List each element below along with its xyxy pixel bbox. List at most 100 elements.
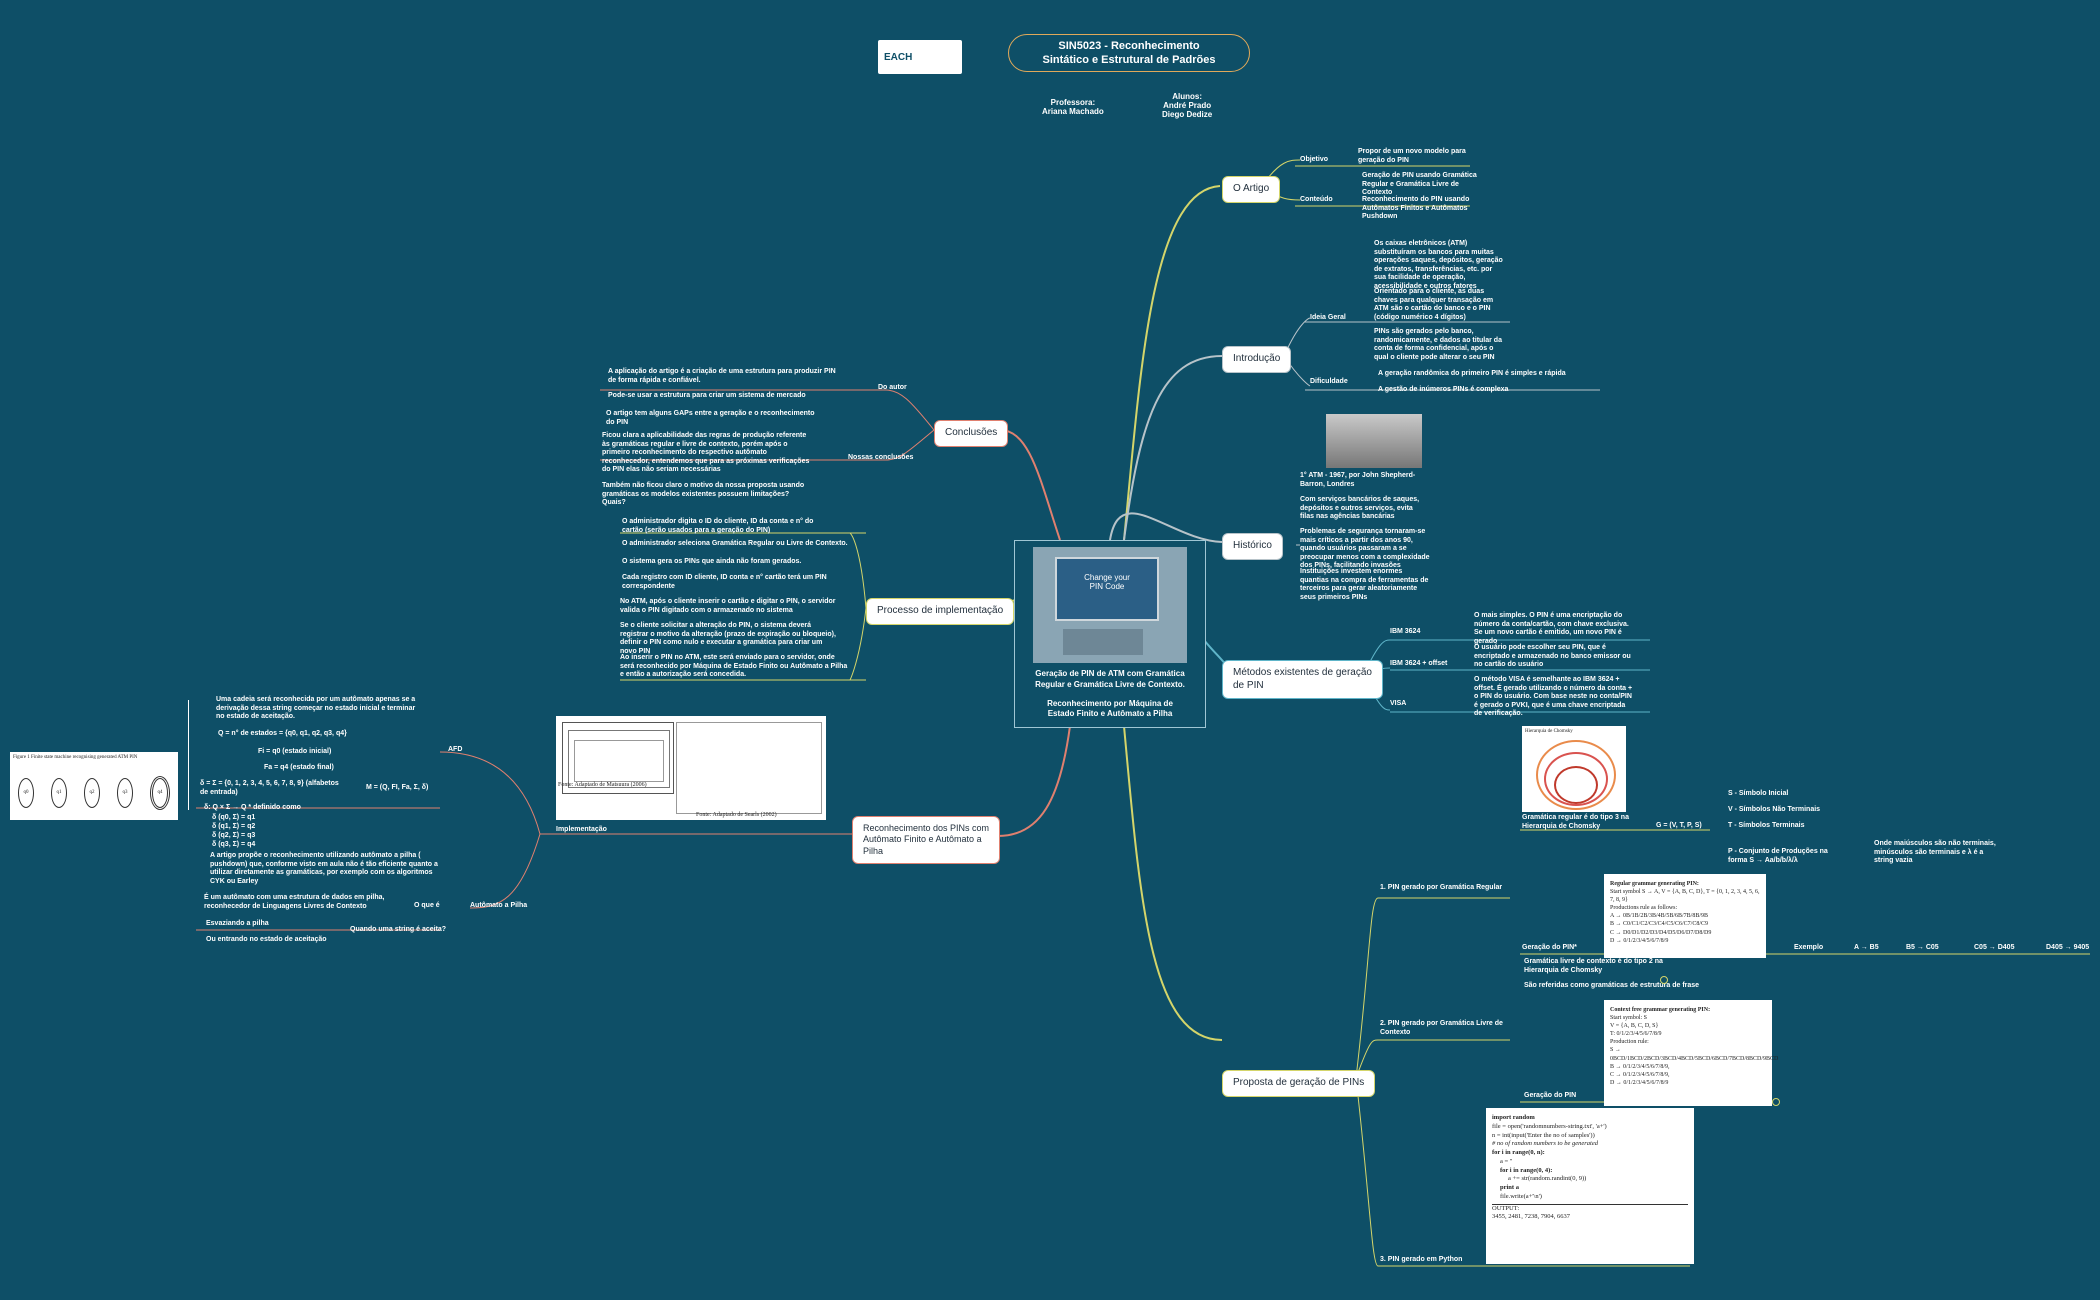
professor-name: Ariana Machado [1042, 107, 1104, 116]
afd-definition: δ: Q × Σ → Q * definido como [204, 804, 301, 811]
ideia-item: PINs são gerados pelo banco, randomicame… [1374, 328, 1502, 361]
fsm-caption: Figure 1 Finite state machine recognisin… [13, 755, 138, 760]
afd-definition: Fa = q4 (estado final) [264, 764, 334, 771]
topic-historico[interactable]: Histórico [1222, 533, 1283, 560]
cfg-grammar-image: Context free grammar generating PIN: Sta… [1604, 1000, 1778, 1106]
geracao-label: Geração do PIN [1524, 1092, 1577, 1099]
fsm-state: q4 [150, 776, 170, 810]
python-code-image: import random file = open('randomnumbers… [1486, 1108, 1694, 1264]
rg-title: Regular grammar generating PIN: [1610, 881, 1699, 887]
historico-item: Problemas de segurança tornaram-se mais … [1300, 528, 1430, 570]
collapse-toggle[interactable] [1772, 1098, 1780, 1106]
label-dificuldade: Dificuldade [1310, 378, 1348, 385]
code-line: a = '' [1500, 1157, 1513, 1165]
historico-item: Instituições investem enormes quantias n… [1300, 568, 1429, 601]
code-line: a += str(random.randint(0, 9)) [1508, 1175, 1587, 1183]
pilha-definition: É um autômato com uma estrutura de dados… [204, 894, 385, 910]
code-line: # no of random numbers to be generated [1492, 1140, 1598, 1148]
grammar-component: P - Conjunto de Produções na forma S → A… [1728, 848, 1828, 864]
conclusao-autor-item: A aplicação do artigo é a criação de uma… [608, 368, 836, 384]
rg-line: C → D0/D1/D2/D3/D4/D5/D6/D7/D8/D9 [1610, 929, 1712, 936]
central-topic-text: Geração de PIN de ATM com Gramática Regu… [1019, 669, 1201, 720]
reconhecimento-label: Pilha [863, 845, 884, 856]
historic-atm-photo [1326, 414, 1422, 468]
code-line: print a [1500, 1184, 1519, 1192]
processo-step: No ATM, após o cliente inserir o cartão … [620, 598, 836, 614]
code-line: n = int(input('Enter the no of samples')… [1492, 1131, 1595, 1139]
regular-grammar-image: Regular grammar generating PIN: Start sy… [1604, 874, 1766, 958]
code-line: file = open('randomnumbers-string.txt', … [1492, 1122, 1607, 1130]
transition: δ (q3, Σ) = q4 [212, 841, 256, 848]
rg-line: Productions rule as follows: [1610, 905, 1678, 912]
label-objetivo: Objetivo [1300, 156, 1329, 163]
historico-item: 1° ATM - 1967, por John Shepherd-Barron,… [1300, 472, 1416, 488]
topic-reconhecimento[interactable]: Reconhecimento dos PINs com Autômato Fin… [852, 816, 1001, 864]
collapse-toggle[interactable] [1660, 976, 1668, 984]
cfg-line: B → 0/1/2/3/4/5/6/7/8/9, [1610, 1063, 1670, 1070]
historico-item: Com serviços bancários de saques, depósi… [1300, 496, 1420, 521]
code-line: for i in range(0, 4): [1500, 1166, 1553, 1174]
rg-line: B → C0/C1/C2/C3/C4/C5/C6/C7/C8/C9 [1610, 921, 1709, 928]
proposta-item: 3. PIN gerado em Python [1380, 1256, 1463, 1263]
method-description: O método VISA é semelhante ao IBM 3624 +… [1474, 676, 1633, 718]
proposta-item: 2. PIN gerado por Gramática Livre de Con… [1380, 1020, 1503, 1036]
logo-text: EACH [884, 51, 913, 63]
ideia-item: Os caixas eletrônicos (ATM) substituíram… [1374, 240, 1503, 290]
label-conteudo: Conteúdo [1300, 196, 1333, 203]
topic-o-artigo[interactable]: O Artigo [1222, 176, 1281, 203]
label-nossas-conclusoes: Nossas conclusões [848, 454, 914, 461]
topic-proposta[interactable]: Proposta de geração de PINs [1222, 1070, 1376, 1097]
cfg-description: São referidas como gramáticas de estrutu… [1524, 982, 1700, 989]
transition: δ (q0, Σ) = q1 [212, 814, 256, 821]
afd-definition: M = (Q, FI, Fa, Σ, δ) [366, 784, 429, 791]
transition: δ (q1, Σ) = q2 [212, 823, 256, 830]
code-line: file.write(a+'\n') [1500, 1192, 1542, 1200]
students-label: Alunos: [1172, 92, 1202, 101]
label-ideia-geral: Ideia Geral [1310, 314, 1346, 321]
central-line: Regular e Gramática Livre de Contexto. [1035, 679, 1185, 689]
cfg-line: C → 0/1/2/3/4/5/6/7/8/9, [1610, 1071, 1670, 1078]
code-line: for i in range(0, n): [1492, 1149, 1545, 1157]
chomsky-hierarchy-diagram: Hierarquia de Chomsky [1522, 726, 1626, 812]
professor-block: Professora: Ariana Machado [1042, 98, 1104, 116]
topic-processo[interactable]: Processo de implementação [866, 598, 1015, 625]
topic-conclusoes[interactable]: Conclusões [934, 420, 1009, 447]
central-line: Reconhecimento por Máquina de [1047, 698, 1173, 708]
atm-screen-text: PIN Code [1089, 582, 1125, 591]
objetivo-text: Propor de um novo modelo para geração do… [1358, 148, 1466, 164]
atm-keypad [1063, 629, 1143, 655]
code-line: import random [1492, 1114, 1535, 1121]
topic-metodos[interactable]: Métodos existentes de geração de PIN [1222, 660, 1383, 699]
cfg-line: Start symbol: S [1610, 1015, 1648, 1022]
derivation-step: B5 → C05 [1906, 944, 1939, 951]
grammar-component: V - Símbolos Não Terminais [1728, 806, 1821, 813]
central-topic[interactable]: Change your PIN Code Geração de PIN de A… [1014, 540, 1206, 728]
student-name: André Prado [1163, 101, 1212, 110]
topic-introducao[interactable]: Introdução [1222, 346, 1292, 373]
atm-screen-text: Change your [1084, 573, 1130, 582]
reconhecimento-label: Reconhecimento dos PINs com [863, 823, 990, 833]
grammar-component: S - Símbolo Inicial [1728, 790, 1789, 797]
fsm-state: q0 [18, 778, 34, 808]
conclusao-autor-item: Pode-se usar a estrutura para criar um s… [608, 392, 806, 399]
label-quando-aceita: Quando uma string é aceita? [350, 926, 447, 933]
label-afd: AFD [448, 746, 463, 753]
processo-step: O administrador seleciona Gramática Regu… [622, 540, 848, 547]
figure-source: Fonte: Adaptado de Searls (2002) [696, 812, 777, 818]
central-line: Estado Finito e Autômato a Pilha [1047, 709, 1173, 719]
professor-label: Professora: [1050, 98, 1096, 107]
rg-line: D → 0/1/2/3/4/5/6/7/8/9 [1610, 937, 1669, 944]
aceita-item: Esvaziando a pilha [206, 920, 269, 927]
processo-step: Se o cliente solicitar a alteração do PI… [620, 622, 836, 655]
atm-screen: Change your PIN Code [1055, 557, 1159, 621]
grammar-note: Onde maiúsculos são não terminais, minús… [1874, 840, 1996, 865]
title-line-2: Sintático e Estrutural de Padrões [1042, 54, 1216, 66]
label-do-autor: Do autor [878, 384, 907, 391]
conclusao-nossa-item: Ficou clara a aplicabilidade das regras … [602, 432, 810, 474]
processo-step: O sistema gera os PINs que ainda não for… [622, 558, 802, 565]
exemplo-label: Exemplo [1794, 944, 1824, 951]
fsm-state: q2 [84, 778, 100, 808]
derivation-step: C05 → D405 [1974, 944, 2015, 951]
aceita-item: Ou entrando no estado de aceitação [206, 936, 327, 943]
